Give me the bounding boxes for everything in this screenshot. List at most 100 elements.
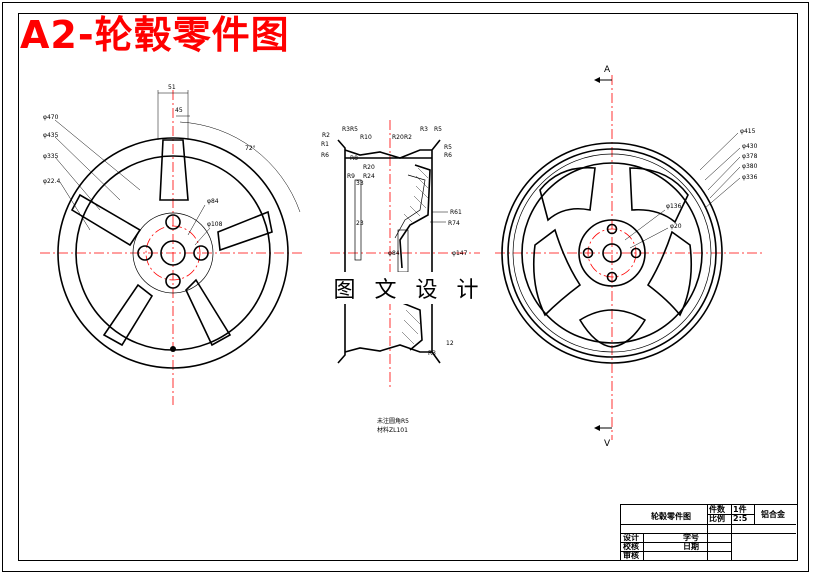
leader — [187, 204, 206, 236]
sec-dim-r8: R8 — [350, 155, 358, 162]
section-view: R2 R3 R5 R10 R20 R2 R3 R5 R1 R6 R5 R6 R8… — [321, 120, 480, 434]
leader — [629, 227, 669, 249]
tb-approve-label: 审核 — [623, 551, 639, 560]
sec-dim-12: 12 — [446, 340, 454, 347]
right-center-bore — [602, 243, 622, 263]
dim-w45: 45 — [175, 107, 183, 114]
tb-line — [621, 542, 731, 543]
section-mark-bottom: V — [604, 439, 611, 449]
sec-dim-r3b: R3 — [420, 126, 428, 133]
sec-dim-r6a: R6 — [321, 152, 329, 159]
lug-hole — [165, 273, 181, 289]
right-rim-lip — [507, 148, 717, 358]
tb-scale: 2:5 — [733, 514, 748, 523]
dim-box — [354, 179, 362, 261]
sec-dim-r3a: R3 — [342, 126, 350, 133]
leader — [59, 181, 91, 231]
rim-inner-flange — [337, 139, 346, 364]
sec-dim-r2a: R2 — [322, 132, 330, 139]
tb-date-label: 日期 — [683, 542, 699, 551]
dim-d108: φ108 — [207, 221, 223, 228]
sec-dim-r20a: R20 — [392, 134, 404, 141]
sec-dim-r3c: R3 — [428, 350, 436, 357]
tb-design-label: 设计 — [623, 533, 639, 542]
leader — [699, 132, 739, 171]
dim-d380: φ380 — [742, 163, 758, 170]
sec-dim-d84: φ84 — [388, 250, 400, 257]
rim-bottom-profile — [344, 344, 432, 353]
sec-dim-d147: φ147 — [452, 250, 468, 257]
section-arrowhead-top — [594, 77, 600, 83]
right-view: φ415 φ430 φ378 φ380 φ336 φ136 φ20 A V — [495, 65, 765, 449]
dim-d415: φ415 — [740, 128, 756, 135]
dim-d470: φ470 — [43, 114, 59, 121]
drawing-title: A2-轮毂零件图 — [20, 13, 290, 57]
rim-outer-flange — [431, 139, 441, 364]
section-hatching — [401, 167, 429, 345]
leader — [704, 147, 741, 181]
tb-line — [643, 533, 644, 560]
front-bolt-circle — [145, 225, 201, 281]
front-hub-outline — [132, 212, 214, 294]
sec-dim-r10: R10 — [360, 134, 372, 141]
spoke-top — [159, 139, 189, 201]
leader — [194, 227, 211, 246]
lug-hole — [630, 247, 642, 259]
dim-d336: φ336 — [742, 174, 758, 181]
tb-line — [754, 505, 755, 524]
lug-hole — [582, 247, 594, 259]
note-fillet: 未注圆角R5 — [377, 417, 409, 425]
dim-d435: φ435 — [43, 132, 59, 139]
tb-student-id-label: 学号 — [683, 533, 699, 542]
valve-hole — [170, 346, 176, 352]
spoke-right — [217, 210, 273, 252]
spoke-bottom-left — [102, 283, 154, 347]
disc-section-top — [399, 164, 431, 269]
tb-line — [621, 551, 731, 552]
tb-qty: 1件 — [733, 505, 747, 514]
right-rim-inner — [521, 162, 703, 344]
dim-d84: φ84 — [207, 198, 219, 205]
right-hub — [578, 219, 646, 287]
lug-hole — [137, 245, 153, 261]
tb-scale-label: 比例 — [709, 514, 725, 523]
note-material: 材料ZL101 — [377, 426, 408, 434]
angle-arc — [179, 121, 301, 213]
disc-section-inner — [394, 174, 426, 239]
right-bolt-circle — [587, 228, 637, 278]
tb-line — [707, 505, 708, 560]
lug-hole — [606, 223, 618, 235]
dim-d378: φ378 — [742, 153, 758, 160]
dim-d430: φ430 — [742, 143, 758, 150]
sec-dim-r1: R1 — [321, 141, 329, 148]
dim-d20: φ20 — [670, 223, 682, 230]
leader — [704, 177, 741, 209]
sec-dim-23: 23 — [356, 220, 364, 227]
watermark-text: 图 文 设 计 — [333, 272, 485, 304]
sec-dim-r74: R74 — [448, 220, 460, 227]
window — [629, 167, 689, 224]
leader — [707, 156, 741, 191]
sec-dim-r5b: R5 — [434, 126, 442, 133]
front-rim-outer — [57, 137, 289, 369]
spoke-left — [70, 193, 142, 247]
sheet-inner-border — [18, 13, 798, 561]
dim-angle: 72° — [245, 145, 256, 152]
tb-part-name: 轮毂零件图 — [651, 512, 691, 521]
dim-d224: φ22.4 — [43, 178, 61, 185]
sec-dim-33: 33 — [356, 180, 364, 187]
window — [532, 228, 582, 317]
spoke-bottom-right — [185, 278, 232, 347]
dim-d335: φ335 — [43, 153, 59, 160]
sec-dim-r20b: R20 — [363, 164, 375, 171]
window — [646, 230, 693, 317]
front-spokes — [70, 139, 273, 347]
sec-dim-r5a: R5 — [350, 126, 358, 133]
disc-section-bottom — [399, 301, 423, 351]
title-block: 轮毂零件图 件数 1件 比例 2:5 铝合金 设计 校核 审核 学号 日期 — [620, 504, 798, 561]
right-windows — [532, 166, 693, 348]
tb-line — [621, 533, 796, 534]
